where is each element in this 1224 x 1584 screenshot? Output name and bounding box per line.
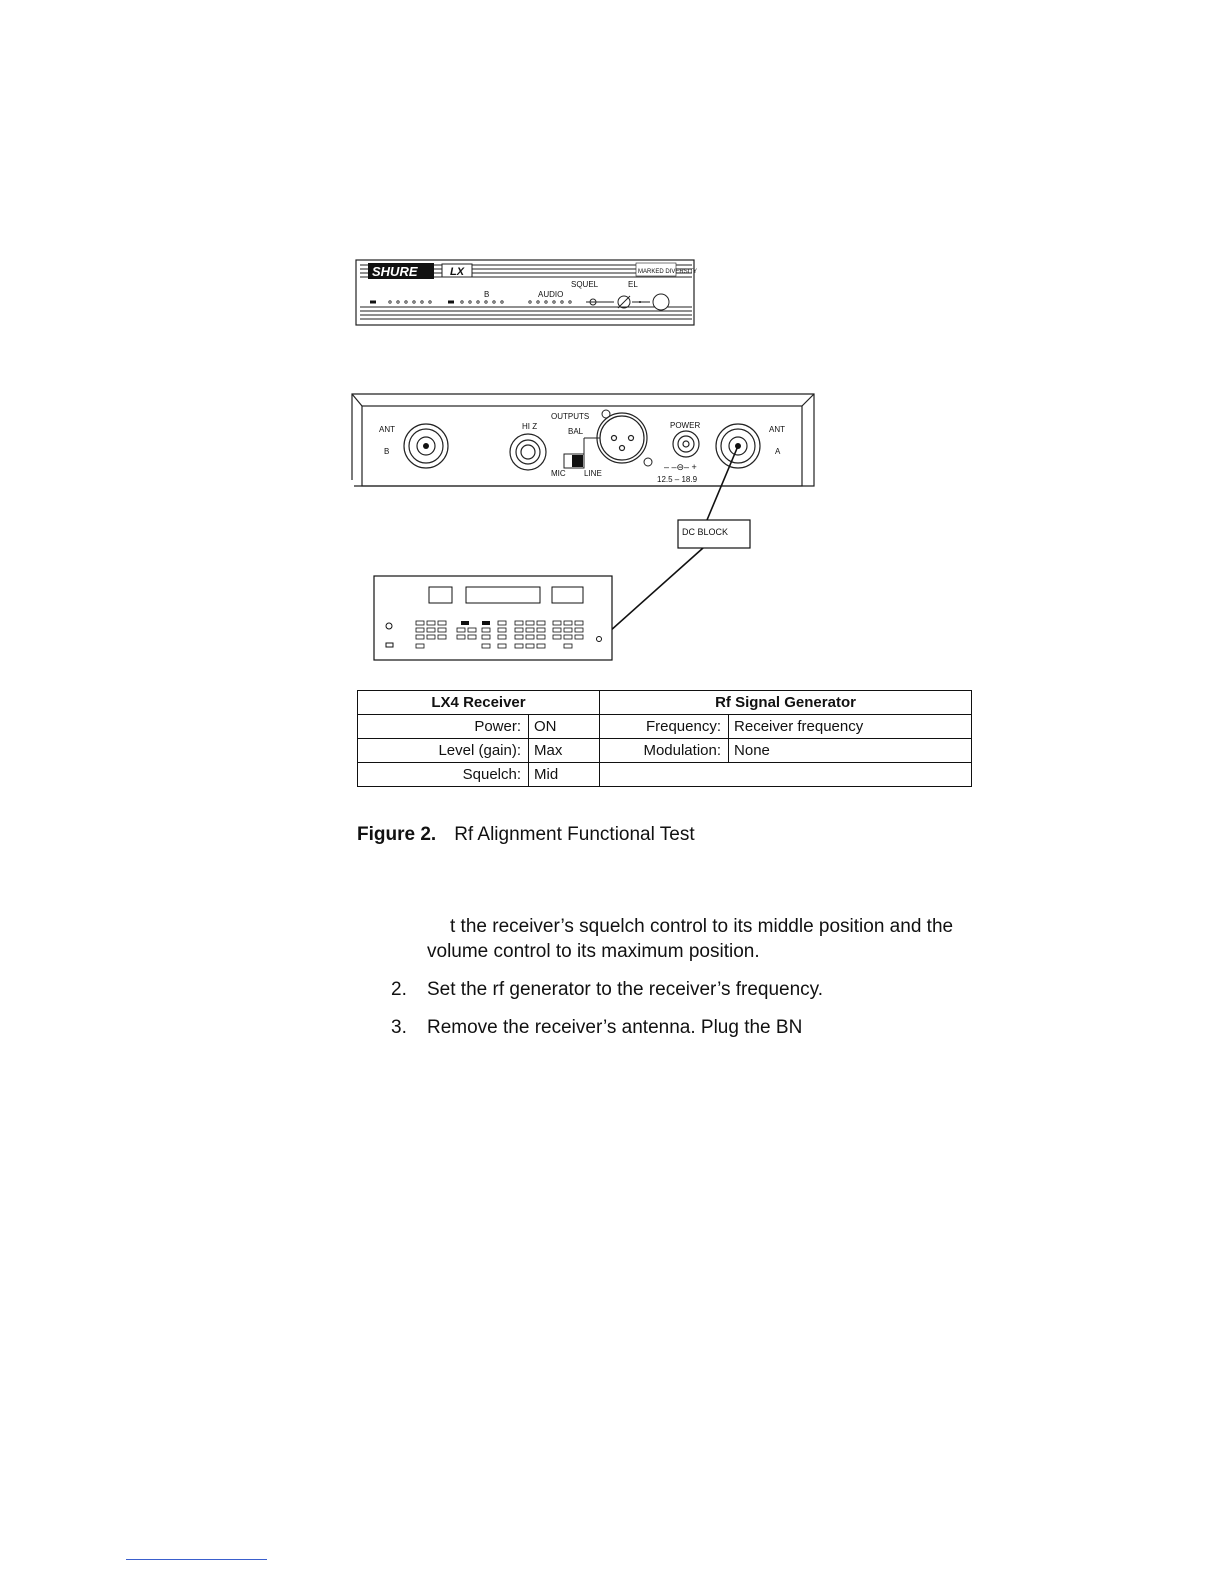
cable-dcblock-to-generator (599, 547, 704, 641)
power-jack (672, 430, 700, 458)
row-level-key: Level (gain): (357, 738, 529, 763)
back-label-polarity: – –⊖– + (664, 462, 697, 472)
step-text: Set the rf generator to the receiver’s f… (427, 979, 824, 1000)
row-squelch-value: Mid (527, 762, 601, 787)
figure-title: Rf Alignment Functional Test (454, 824, 695, 845)
step-text: Remove the receiver’s antenna. Plug the … (427, 1017, 803, 1038)
back-label-b: B (384, 447, 389, 456)
test-setup-wiring-drawing: DC BLOCK (373, 445, 751, 661)
row-modulation-key: Modulation: (599, 738, 730, 763)
receiver-front-panel-drawing: SHURE LX MARKED DIVERSITY B AUDIO SQUEL … (355, 259, 697, 326)
step-number: 2. (391, 979, 407, 1000)
hiz-jack (509, 433, 547, 471)
row-frequency-key: Frequency: (599, 714, 730, 739)
header-rf-signal-generator: Rf Signal Generator (599, 690, 973, 715)
ant-a-connector (715, 423, 761, 469)
model-logo: LX (450, 266, 465, 278)
settings-table: LX4 Receiver Rf Signal Generator Power: … (356, 690, 973, 787)
row-level-value: Max (527, 738, 601, 763)
row-modulation-value: None (728, 738, 973, 763)
back-label-mic: MIC (551, 469, 566, 478)
row-frequency-value: Receiver frequency (728, 714, 973, 739)
cable-receiver-to-dcblock (706, 445, 739, 521)
step-number: 3. (391, 1017, 407, 1038)
front-label-squelch: SQUEL (571, 280, 599, 289)
receiver-back-panel-drawing: ANT B HI Z OUTPUTS BAL MIC LINE POWER – … (351, 393, 815, 487)
figure-number: Figure 2. (357, 824, 437, 845)
table-row: Power: ON Frequency: Receiver frequency (357, 714, 973, 739)
dc-block-label: DC BLOCK (682, 527, 728, 537)
figure-caption: Figure 2. Rf Alignment Functional Test (357, 824, 695, 846)
rf-signal-generator (373, 575, 613, 661)
back-label-ant-a: ANT (769, 425, 785, 434)
brand-logo: SHURE (372, 264, 418, 279)
row-empty-cell (599, 762, 973, 787)
back-label-power: POWER (670, 421, 700, 430)
back-label-hiz: HI Z (522, 422, 537, 431)
back-label-line: LINE (584, 469, 602, 478)
xlr-connector (596, 412, 648, 464)
step-text-line1: t the receiver’s squelch control to its … (450, 916, 954, 937)
dc-block-box (677, 519, 751, 549)
header-lx4-receiver: LX4 Receiver (356, 690, 601, 715)
step-text-line2: volume control to its maximum position. (427, 941, 760, 962)
table-row: Level (gain): Max Modulation: None (357, 738, 973, 763)
table-row: Squelch: Mid (357, 762, 973, 787)
table-header-row: LX4 Receiver Rf Signal Generator (356, 690, 973, 715)
diversity-label: MARKED DIVERSITY (638, 269, 697, 275)
back-label-bal: BAL (568, 427, 584, 436)
front-label-b: B (484, 290, 489, 299)
front-label-level: EL (628, 280, 638, 289)
ant-b-connector (403, 423, 449, 469)
back-label-ant-b: ANT (379, 425, 395, 434)
row-power-key: Power: (357, 714, 529, 739)
back-label-outputs: OUTPUTS (551, 412, 589, 421)
row-squelch-key: Squelch: (357, 762, 529, 787)
back-label-voltage: 12.5 – 18.9 (657, 475, 698, 484)
mic-line-switch (563, 453, 585, 469)
footnote-rule (126, 1559, 267, 1560)
front-label-audio: AUDIO (538, 290, 563, 299)
back-label-a: A (775, 447, 781, 456)
row-power-value: ON (527, 714, 601, 739)
